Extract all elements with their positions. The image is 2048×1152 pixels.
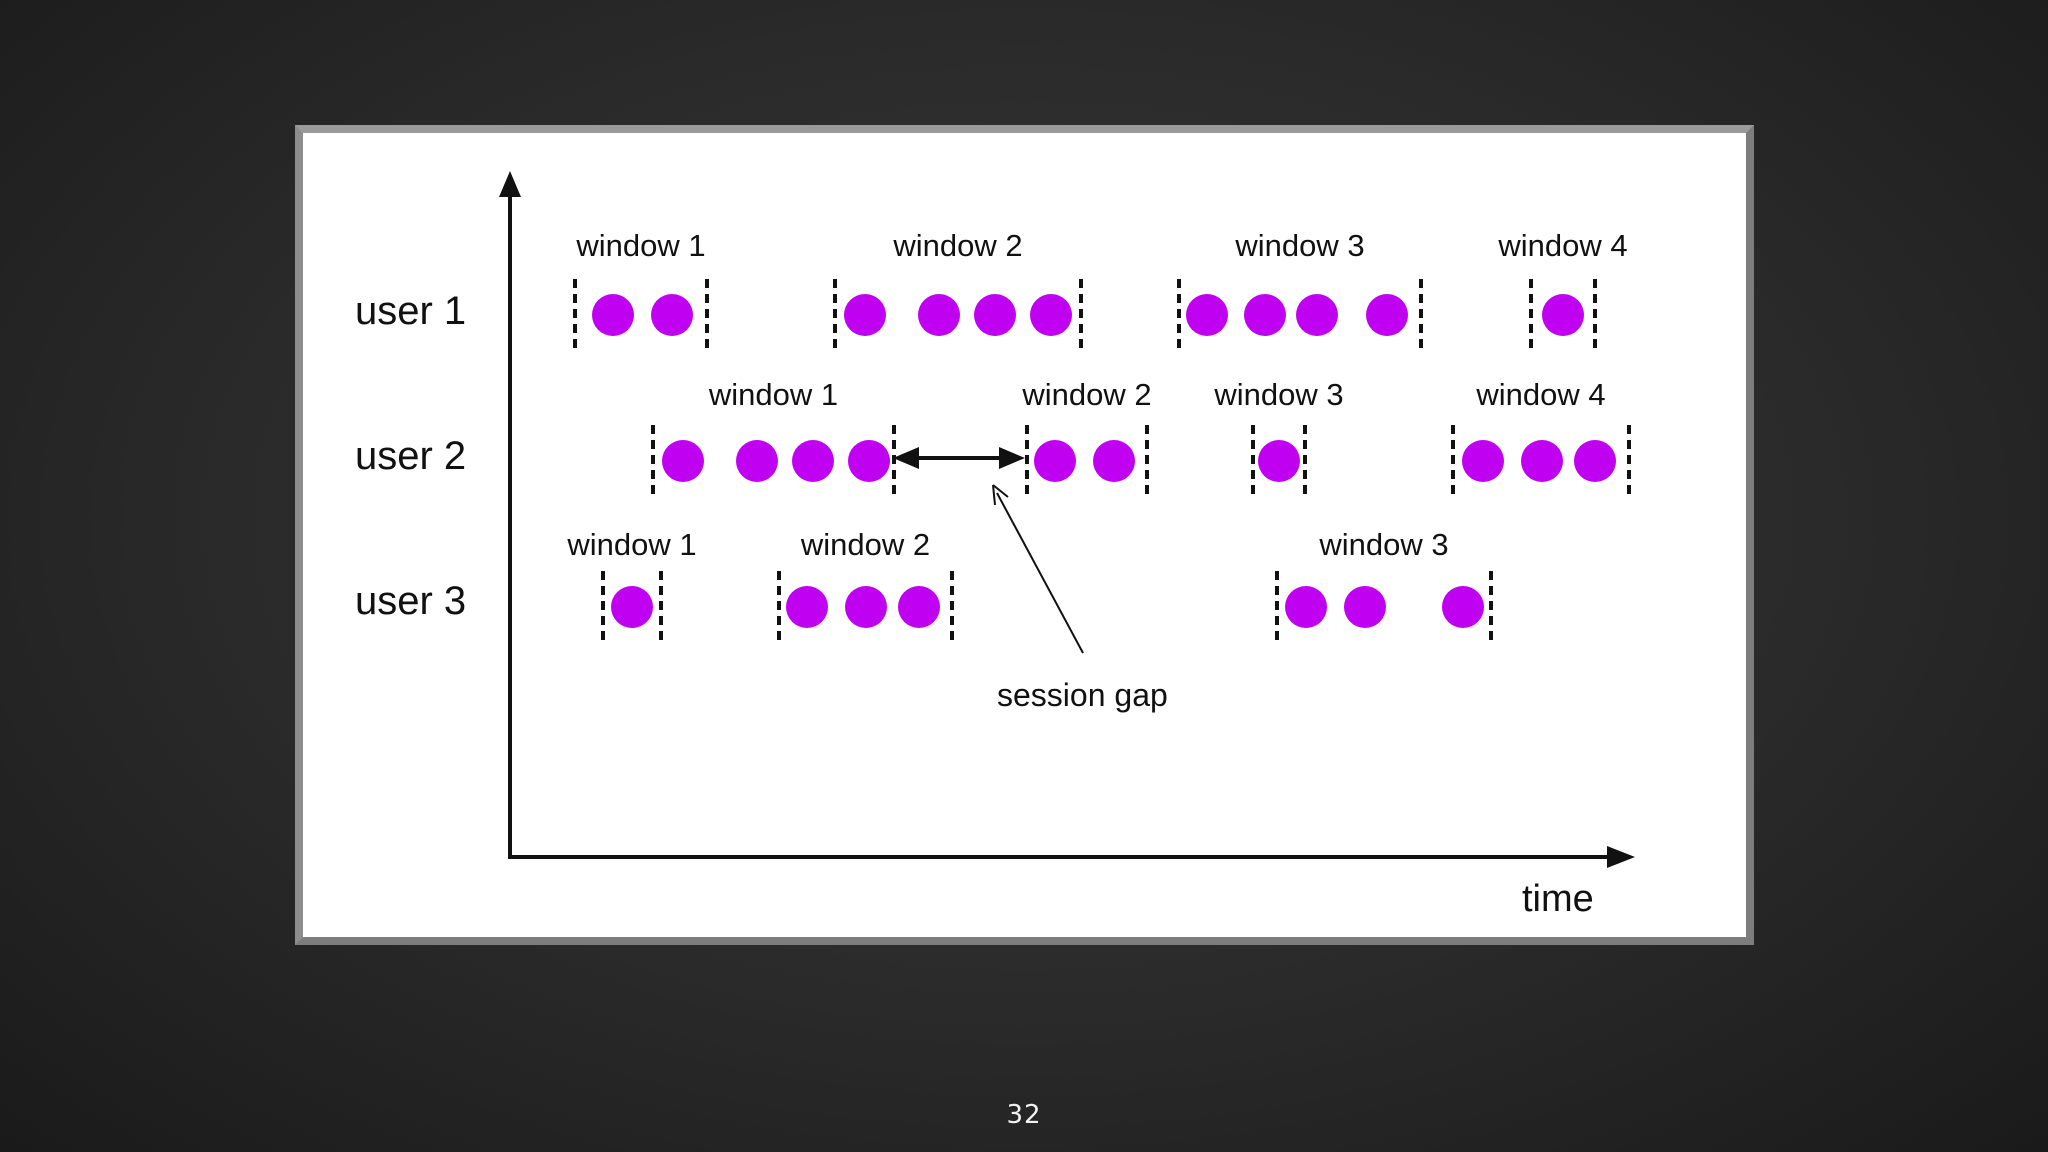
event-dot: [651, 294, 693, 336]
event-dot: [1186, 294, 1228, 336]
window-group-user-2-window-1: window 1: [651, 377, 896, 497]
event-dot: [1093, 440, 1135, 482]
event-dot: [662, 440, 704, 482]
window-label: window 2: [800, 527, 930, 562]
event-dot: [1574, 440, 1616, 482]
window-label: window 1: [575, 228, 705, 263]
window-group-user-3-window-2: window 2: [777, 527, 954, 643]
event-dot: [1285, 586, 1327, 628]
window-label: window 1: [566, 527, 696, 562]
event-dot: [1296, 294, 1338, 336]
event-dot: [1462, 440, 1504, 482]
event-dot: [918, 294, 960, 336]
window-label: window 4: [1475, 377, 1605, 412]
row-label-user-3: user 3: [355, 579, 466, 623]
row-label-user-1: user 1: [355, 289, 466, 333]
event-dot: [792, 440, 834, 482]
window-label: window 3: [1213, 377, 1343, 412]
x-axis-arrow-icon: [1607, 846, 1635, 868]
event-dot: [1034, 440, 1076, 482]
window-group-user-2-window-3: window 3: [1213, 377, 1344, 497]
window-group-user-1-window-3: window 3: [1177, 228, 1423, 351]
event-dot: [1442, 586, 1484, 628]
windows-layer: window 1 window 2 window 3 window 4 window 1…: [566, 228, 1631, 643]
session-gap-pointer: [996, 492, 1084, 654]
event-dot: [1521, 440, 1563, 482]
x-axis-label: time: [1522, 878, 1594, 920]
event-dot: [1258, 440, 1300, 482]
session-gap-pointer-head-icon: [992, 484, 1009, 506]
event-dot: [592, 294, 634, 336]
event-dot: [848, 440, 890, 482]
window-label: window 1: [708, 377, 838, 412]
event-dot: [1542, 294, 1584, 336]
event-dot: [1366, 294, 1408, 336]
event-dot: [898, 586, 940, 628]
window-group-user-3-window-3: window 3: [1275, 527, 1493, 643]
page-number: 32: [1006, 1100, 1042, 1130]
event-dot: [1344, 586, 1386, 628]
window-group-user-2-window-2: window 2: [1021, 377, 1152, 497]
y-axis-arrow-icon: [499, 171, 521, 197]
window-group-user-1-window-4: window 4: [1497, 228, 1628, 351]
event-dot: [1030, 294, 1072, 336]
event-dot: [845, 586, 887, 628]
window-group-user-3-window-1: window 1: [566, 527, 697, 643]
window-group-user-1-window-2: window 2: [833, 228, 1083, 351]
event-dot: [1244, 294, 1286, 336]
window-group-user-1-window-1: window 1: [573, 228, 709, 351]
window-label: window 2: [892, 228, 1022, 263]
event-dot: [736, 440, 778, 482]
session-gap-arrow-left-head-icon: [893, 447, 919, 469]
session-gap-label: session gap: [997, 677, 1168, 713]
window-label: window 2: [1021, 377, 1151, 412]
session-gap-arrow-right-head-icon: [999, 447, 1025, 469]
window-label: window 3: [1318, 527, 1448, 562]
event-dot: [611, 586, 653, 628]
event-dot: [844, 294, 886, 336]
window-label: window 3: [1234, 228, 1364, 263]
row-label-user-2: user 2: [355, 434, 466, 478]
event-dot: [786, 586, 828, 628]
window-group-user-2-window-4: window 4: [1451, 377, 1631, 497]
event-dot: [974, 294, 1016, 336]
window-label: window 4: [1497, 228, 1627, 263]
